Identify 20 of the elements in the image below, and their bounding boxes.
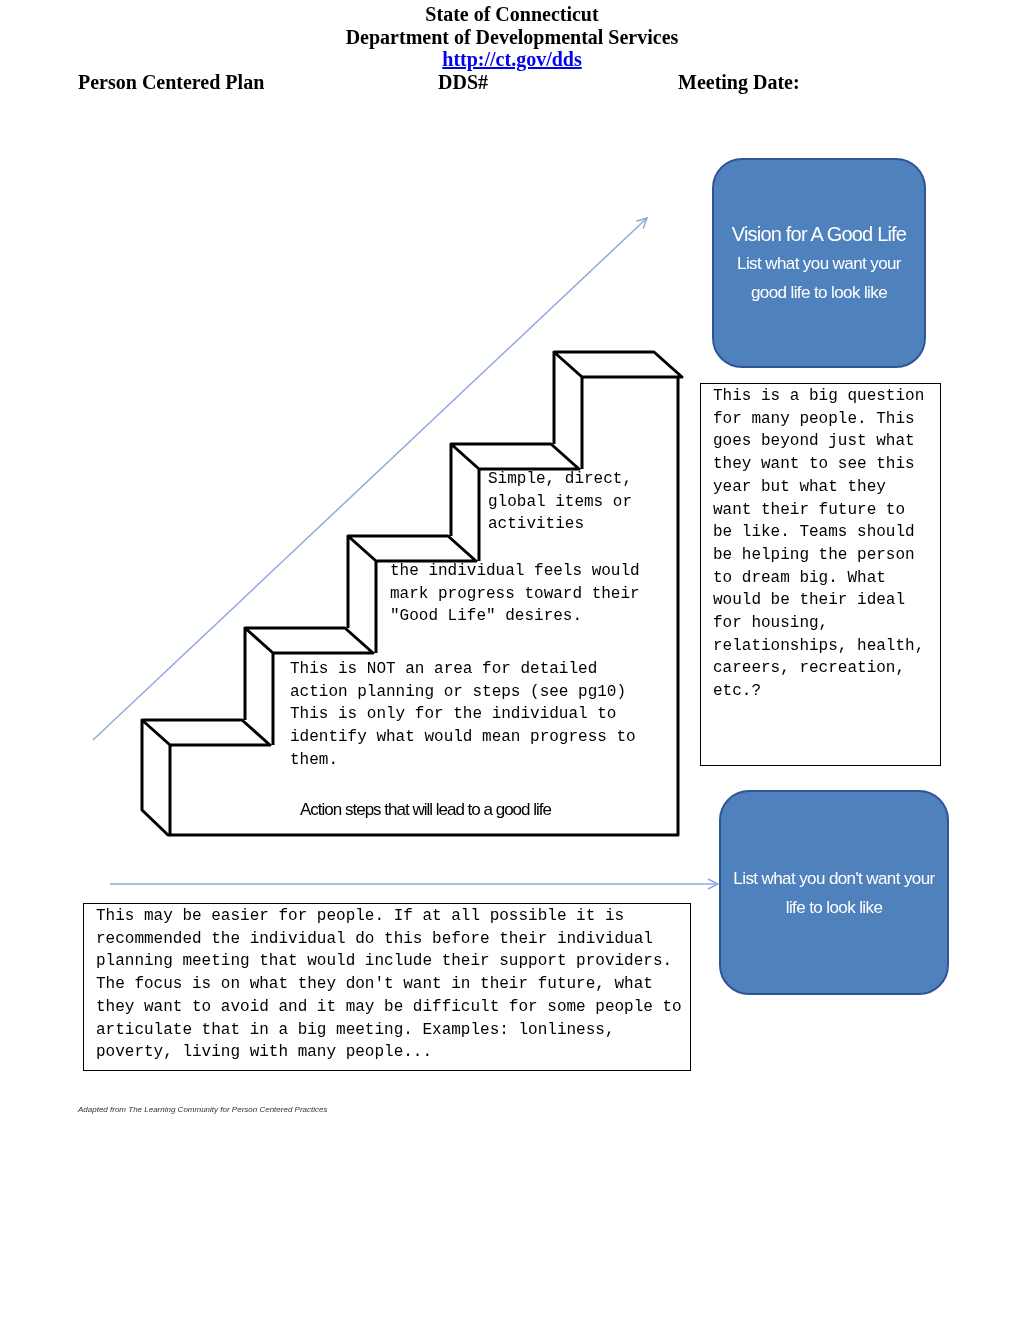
text-box bbox=[700, 383, 941, 766]
box-text: List what you want your good life to look like bbox=[736, 253, 902, 304]
header-text: Person Centered Plan bbox=[78, 71, 265, 93]
step-text: This is NOT an area for detailed action planning or steps (see pg10) This is only for the individual to identify what would mean progress to them. bbox=[290, 659, 637, 771]
header-text: Department of Developmental Services bbox=[345, 26, 679, 48]
note-text: This may be easier for people. If at all possible it is recommended the individual do this before their individual planning meeting that would include their support providers. The focus is on what they don't want in their future, what they want to avoid and it may be difficult for some people to articulate that in a big meeting. Examples: lonliness, poverty, living with many people... bbox=[96, 906, 682, 1064]
note-text: This is a big question for many people. This goes beyond just what they want to see this year but what they want their future to be like. Teams should be helping the person to dream big. What would be their ideal for housing, relationships, health, careers, recreation, etc.? bbox=[713, 386, 926, 703]
web-link: http://ct.gov/dds bbox=[442, 48, 582, 70]
arrow bbox=[109, 878, 719, 890]
rounded-box bbox=[719, 790, 949, 995]
step-text: the individual feels would mark progress toward their "Good Life" desires. bbox=[390, 561, 641, 628]
step-text: Simple, direct, global items or activities bbox=[488, 469, 634, 536]
header-text: State of Connecticut bbox=[425, 3, 599, 25]
box-text: List what you don't want your life to look like bbox=[732, 867, 936, 919]
rounded-box bbox=[712, 158, 926, 368]
source-note: Adapted from The Learning Community for Person Centered Practices bbox=[78, 1105, 328, 1114]
header-text: Meeting Date: bbox=[678, 71, 800, 93]
box-title: Vision for A Good Life bbox=[731, 222, 907, 247]
stairs-caption: Action steps that will lead to a good life bbox=[300, 800, 551, 820]
header-text: DDS# bbox=[438, 71, 488, 93]
